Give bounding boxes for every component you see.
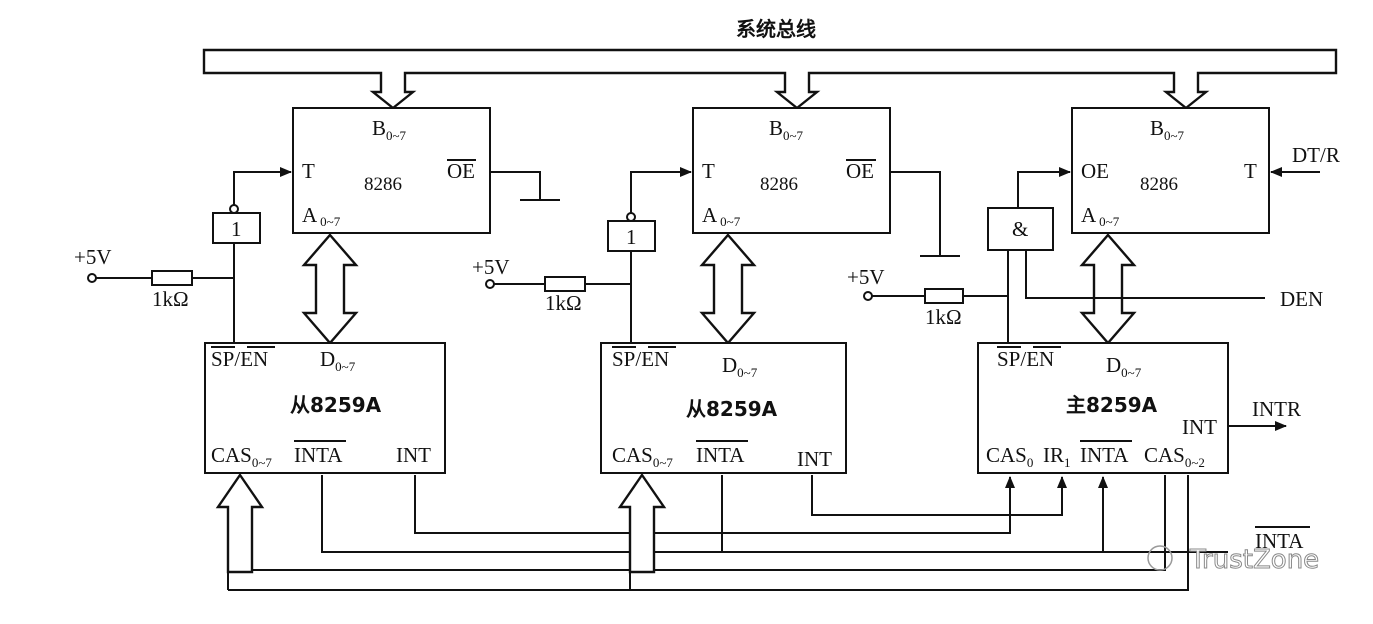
svg-text:OE: OE	[846, 159, 874, 183]
cas-bus-wire-b	[228, 475, 1189, 591]
svg-text:B0~7: B0~7	[1150, 116, 1185, 143]
svg-text:1: 1	[231, 217, 242, 241]
svg-text:D0~7: D0~7	[722, 353, 758, 380]
data-bus-arrow-2	[699, 233, 757, 345]
svg-text:INT: INT	[1182, 415, 1217, 439]
slave-8259a-1: SP/EN D0~7 从8259A CAS0~7 INTA INT	[204, 342, 446, 474]
watermark-icon	[1147, 545, 1173, 571]
inta-bus-wire	[321, 475, 1228, 553]
svg-text:INT: INT	[396, 443, 431, 467]
pullup-1: +5V 1kΩ	[74, 245, 234, 311]
svg-text:1kΩ: 1kΩ	[925, 305, 962, 329]
svg-text:OE: OE	[1081, 159, 1109, 183]
svg-text:&: &	[1012, 217, 1028, 241]
svg-text:1: 1	[626, 225, 637, 249]
system-bus	[202, 48, 1338, 110]
watermark: TrustZone	[1147, 545, 1320, 576]
svg-text:8286: 8286	[364, 174, 402, 195]
svg-text:SP/EN: SP/EN	[612, 347, 669, 371]
svg-text:T: T	[702, 159, 715, 183]
cas-arrow-slave-1	[215, 472, 265, 574]
svg-text:A0~7: A0~7	[702, 203, 741, 229]
svg-text:+5V: +5V	[74, 245, 112, 269]
diagram-title: 系统总线	[736, 17, 816, 41]
dtr-label: DT/R	[1292, 143, 1340, 167]
svg-text:SP/EN: SP/EN	[997, 347, 1054, 371]
svg-text:8286: 8286	[1140, 174, 1178, 195]
svg-text:SP/EN: SP/EN	[211, 347, 268, 371]
data-bus-arrow-3	[1079, 233, 1137, 345]
inverter-1-output-wire	[233, 167, 292, 205]
svg-text:CAS0: CAS0	[986, 443, 1033, 470]
svg-text:A0~7: A0~7	[302, 203, 341, 229]
data-bus-arrow-1	[301, 233, 359, 345]
den-wire	[1025, 250, 1265, 299]
svg-text:INTA: INTA	[294, 443, 343, 467]
svg-text:IR1: IR1	[1043, 443, 1071, 470]
slave1-int-wire	[414, 475, 1015, 534]
svg-text:主8259A: 主8259A	[1066, 393, 1158, 417]
cas-bus-wire-a	[252, 475, 1166, 571]
svg-text:+5V: +5V	[847, 265, 885, 289]
svg-text:8286: 8286	[760, 174, 798, 195]
svg-text:INT: INT	[797, 447, 832, 471]
inta-label: INTA	[1255, 529, 1304, 553]
svg-text:INTA: INTA	[696, 443, 745, 467]
svg-text:B0~7: B0~7	[372, 116, 407, 143]
den-label: DEN	[1280, 287, 1323, 311]
pullup-3: +5V 1kΩ	[847, 265, 1008, 329]
oe-ground-wire-2	[890, 171, 941, 256]
svg-text:T: T	[302, 159, 315, 183]
intr-label: INTR	[1252, 397, 1301, 421]
slave2-int-wire	[811, 475, 1067, 516]
inverter-1: 1	[212, 204, 261, 244]
cas-arrow-slave-2	[617, 472, 667, 574]
svg-text:CAS0~2: CAS0~2	[1144, 443, 1205, 470]
svg-text:T: T	[1244, 159, 1257, 183]
svg-text:D0~7: D0~7	[1106, 353, 1142, 380]
svg-text:从8259A: 从8259A	[686, 397, 778, 421]
master-8259a: SP/EN D0~7 主8259A INT CAS0 IR1 INTA CAS0…	[977, 342, 1229, 474]
svg-text:OE: OE	[447, 159, 475, 183]
inverter-2-output-wire	[630, 167, 692, 213]
svg-text:D0~7: D0~7	[320, 347, 356, 374]
svg-text:TrustZone: TrustZone	[1189, 545, 1319, 575]
svg-text:CAS0~7: CAS0~7	[211, 443, 272, 470]
svg-text:1kΩ: 1kΩ	[545, 291, 582, 315]
and-gate-output-wire	[1017, 167, 1071, 208]
svg-text:+5V: +5V	[472, 255, 510, 279]
inverter-2: 1	[607, 212, 656, 252]
pullup-2: +5V 1kΩ	[472, 255, 631, 315]
svg-text:INTA: INTA	[1080, 443, 1129, 467]
svg-text:CAS0~7: CAS0~7	[612, 443, 673, 470]
svg-text:从8259A: 从8259A	[290, 393, 382, 417]
and-gate: &	[987, 207, 1054, 251]
slave-8259a-2: SP/EN D0~7 从8259A CAS0~7 INTA INT	[600, 342, 847, 474]
svg-text:A0~7: A0~7	[1081, 203, 1120, 229]
svg-text:1kΩ: 1kΩ	[152, 287, 189, 311]
oe-ground-wire-1	[490, 171, 541, 200]
svg-text:B0~7: B0~7	[769, 116, 804, 143]
